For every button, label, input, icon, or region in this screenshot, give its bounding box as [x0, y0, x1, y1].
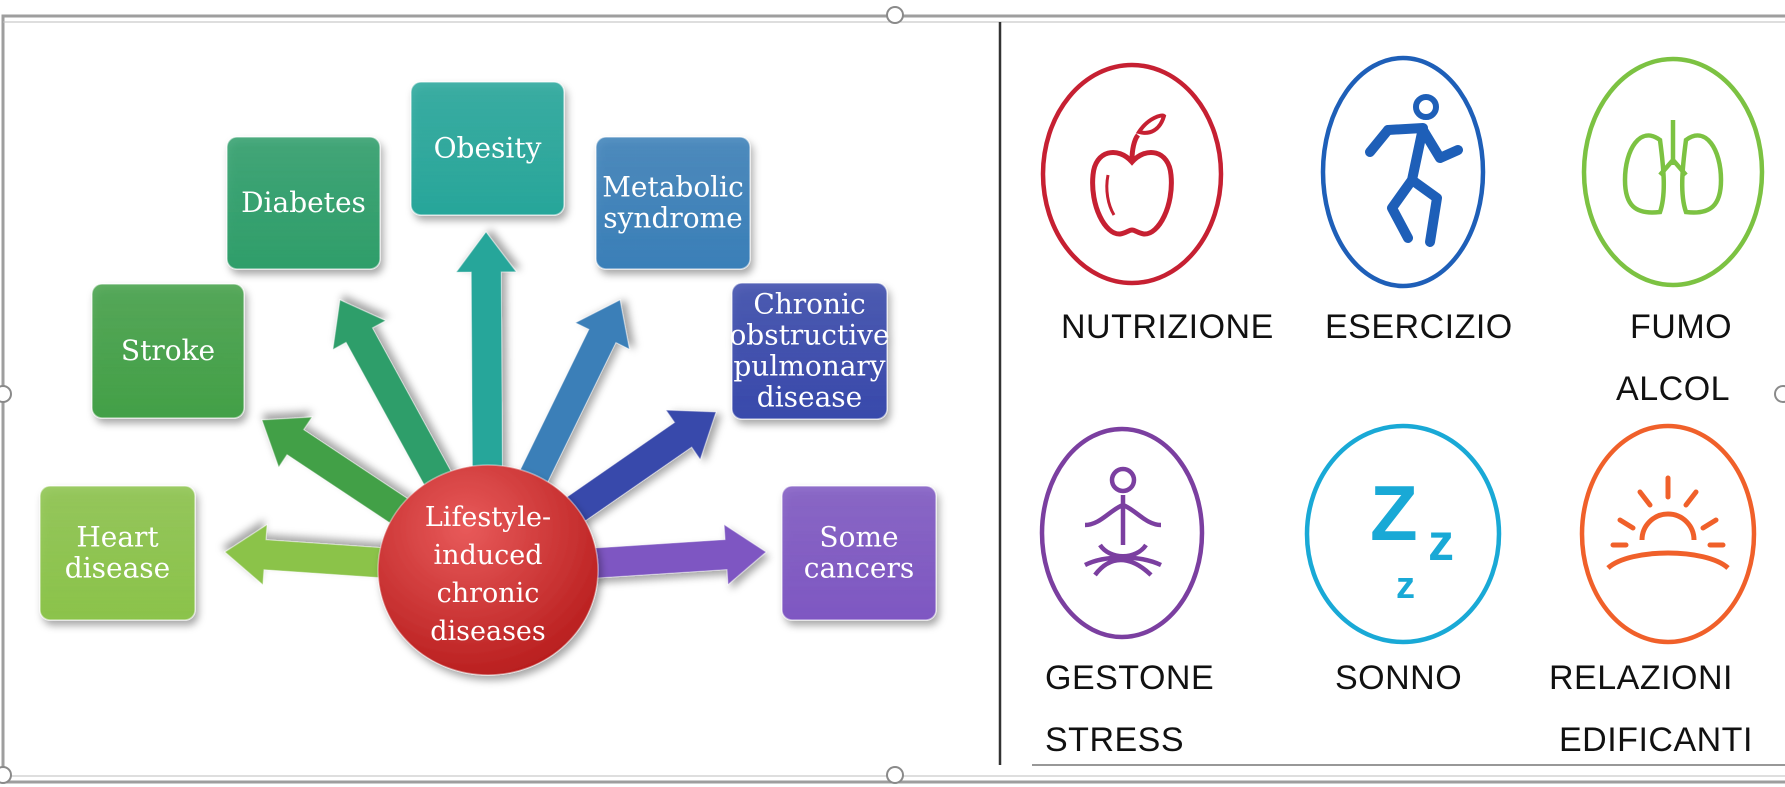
- node-label-stroke: Stroke: [121, 334, 215, 367]
- svg-text:z: z: [1396, 565, 1415, 607]
- sleep-icon: Z z z: [1304, 423, 1502, 645]
- center-label: chronic: [437, 578, 540, 609]
- resize-handle-bottom[interactable]: [886, 766, 904, 784]
- svg-text:Z: Z: [1370, 469, 1418, 557]
- node-label-copd: disease: [757, 381, 862, 414]
- label-gestione-stress: GESTONE STRESS: [1045, 659, 1215, 759]
- label-fumo-alcol: FUMO ALCOL: [1616, 308, 1733, 408]
- lifestyle-diseases-diagram: HeartdiseaseStrokeDiabetesObesityMetabol…: [39, 81, 937, 676]
- label-nutrizione: NUTRIZIONE: [1061, 308, 1274, 346]
- resize-handle-bottom-left[interactable]: [0, 766, 12, 784]
- lungs-icon: [1581, 56, 1765, 288]
- label-sonno: SONNO: [1335, 659, 1463, 697]
- node-label-metabolic: syndrome: [603, 202, 743, 235]
- center-label: Lifestyle-: [425, 502, 551, 533]
- resize-handle-right[interactable]: [1774, 385, 1785, 403]
- apple-icon: [1040, 62, 1224, 286]
- node-obesity: Obesity: [410, 81, 565, 216]
- center-label: diseases: [430, 616, 546, 647]
- label-esercizio: ESERCIZIO: [1325, 308, 1513, 346]
- node-label-obesity: Obesity: [434, 132, 542, 165]
- node-label-heart: Heart: [76, 521, 159, 554]
- node-label-copd: Chronic: [753, 288, 865, 321]
- center-node: Lifestyle-induced chronic diseases: [377, 464, 599, 676]
- node-label-copd: obstructive: [729, 319, 889, 352]
- resize-handle-left[interactable]: [0, 385, 12, 403]
- node-label-heart: disease: [65, 552, 170, 585]
- node-label-cancers: cancers: [804, 552, 914, 585]
- node-label-cancers: Some: [819, 521, 898, 554]
- node-label-copd: pulmonary: [733, 350, 885, 383]
- svg-text:z: z: [1428, 514, 1454, 572]
- node-label-metabolic: Metabolic: [602, 171, 744, 204]
- node-label-diabetes: Diabetes: [241, 186, 366, 219]
- resize-handle-top[interactable]: [886, 6, 904, 24]
- label-relazioni-edificanti: RELAZIONI EDIFICANTI: [1549, 659, 1753, 759]
- meditation-icon: [1039, 426, 1205, 640]
- center-label: induced: [433, 540, 542, 571]
- node-stroke: Stroke: [91, 283, 245, 419]
- node-diabetes: Diabetes: [226, 136, 381, 270]
- sunrise-icon: [1579, 423, 1757, 645]
- runner-icon: [1320, 55, 1486, 289]
